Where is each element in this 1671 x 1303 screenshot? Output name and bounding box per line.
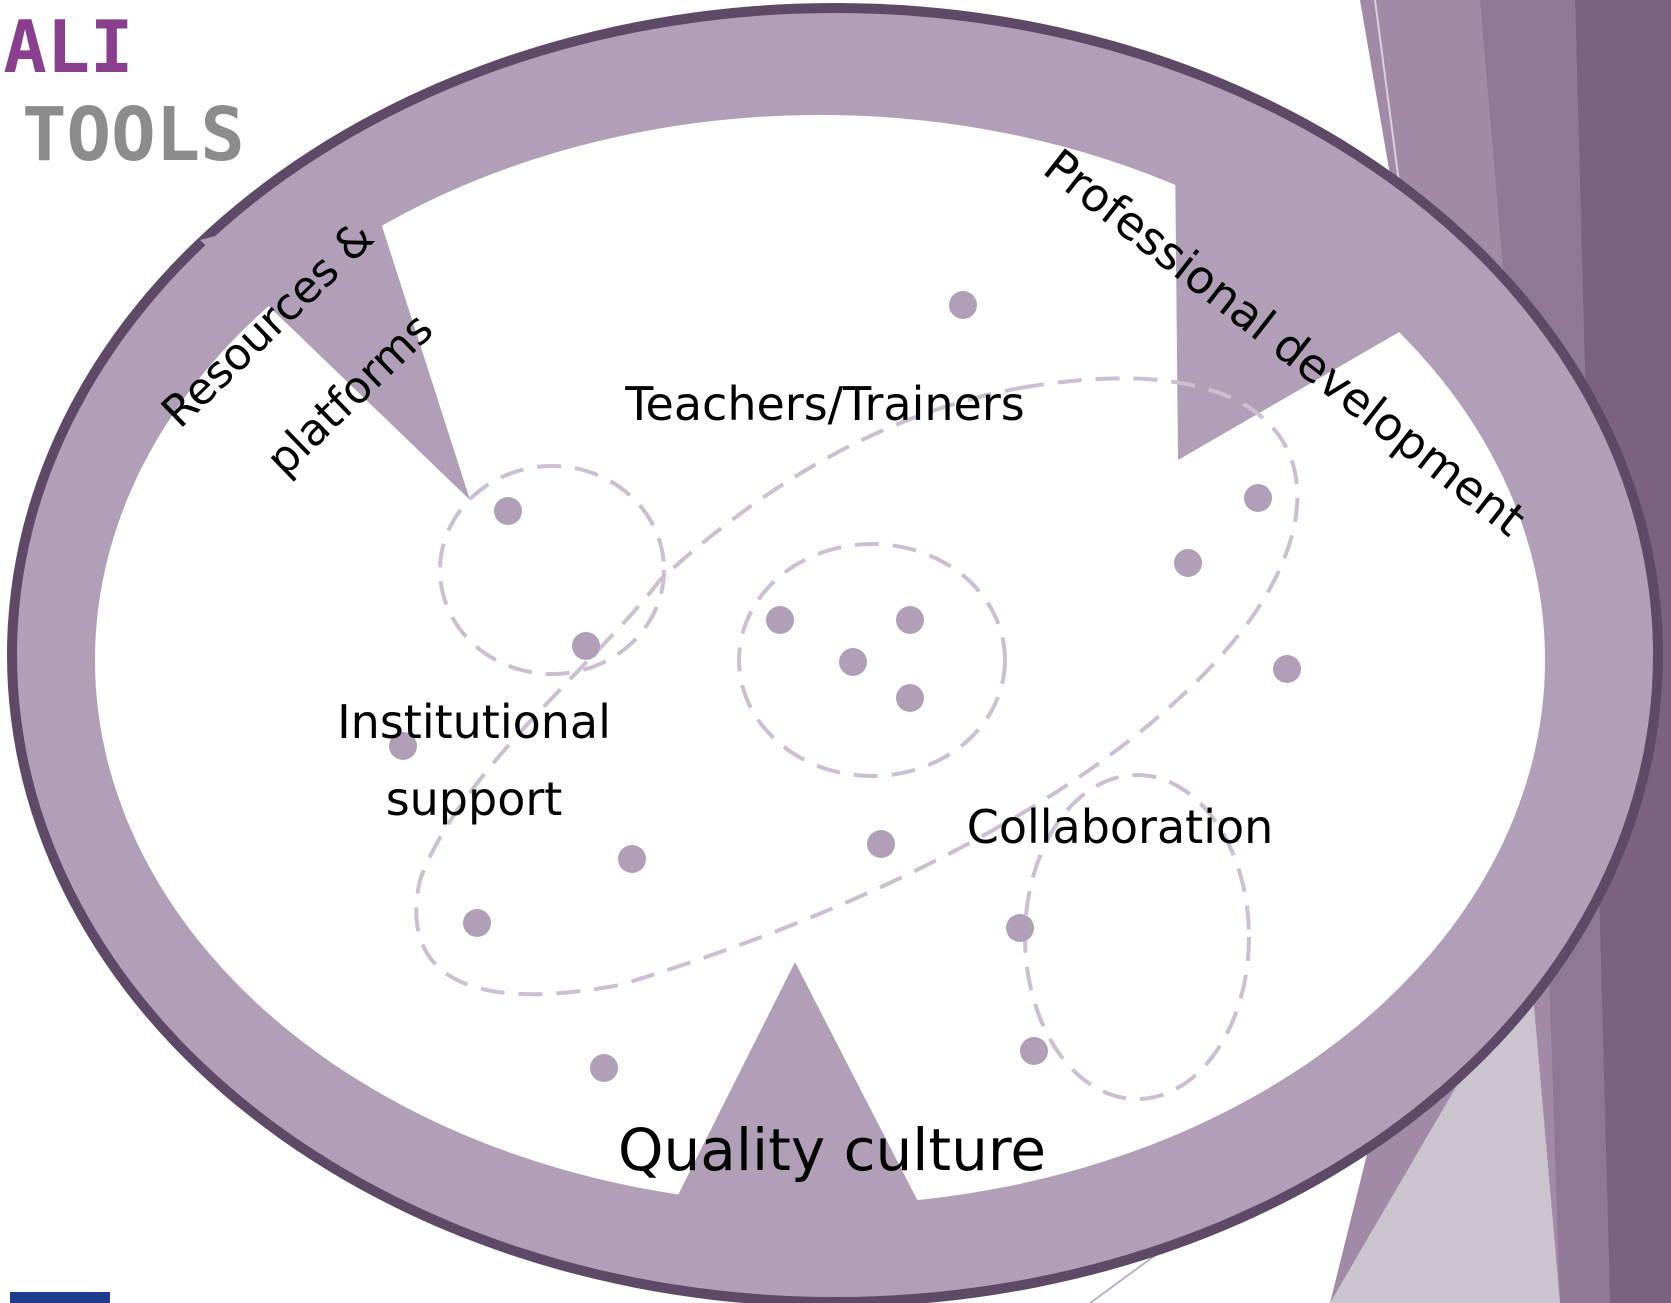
- eu-flag-icon: [10, 1292, 110, 1303]
- dot: [1006, 914, 1034, 942]
- dot: [389, 732, 417, 760]
- arrow-quality-culture: [668, 962, 925, 1215]
- logo-line2: TOOLS: [22, 92, 245, 178]
- logo: UALI TOOLS: [0, 5, 245, 178]
- dot: [572, 632, 600, 660]
- collaboration-label: Collaboration: [967, 800, 1274, 854]
- dot: [618, 845, 646, 873]
- arrow-professional-development: [1175, 150, 1420, 460]
- quality-culture-label: Quality culture: [618, 1116, 1046, 1184]
- dot: [494, 497, 522, 525]
- group-boundary-small: [438, 464, 666, 676]
- dots: [389, 291, 1301, 1082]
- dot: [1174, 549, 1202, 577]
- group-boundary-institutional: [414, 376, 1300, 997]
- logo-line1: UALI: [0, 5, 133, 89]
- dot: [463, 909, 491, 937]
- teachers-trainers-label: Teachers/Trainers: [624, 377, 1024, 431]
- group-boundary-center: [737, 542, 1007, 778]
- dot: [896, 606, 924, 634]
- dot: [1273, 655, 1301, 683]
- dot: [867, 830, 895, 858]
- dot: [590, 1054, 618, 1082]
- institutional-support-label-line2: support: [386, 772, 563, 826]
- dot: [1244, 484, 1272, 512]
- dot: [839, 648, 867, 676]
- dot: [896, 684, 924, 712]
- dot: [1020, 1037, 1048, 1065]
- arrow-resources-platforms: [200, 195, 470, 500]
- institutional-support-label-line1: Institutional: [337, 695, 611, 749]
- dot: [766, 606, 794, 634]
- dot: [949, 291, 977, 319]
